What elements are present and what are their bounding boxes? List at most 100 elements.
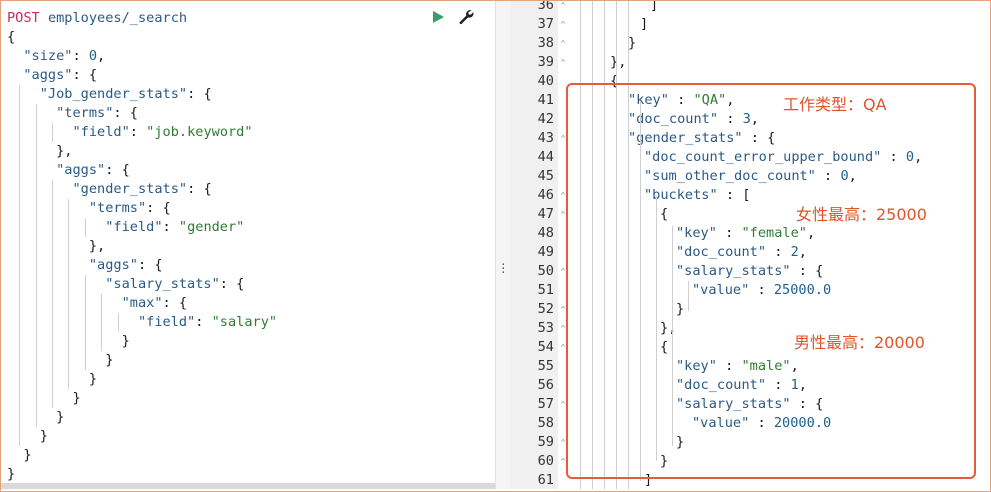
fold-toggle-icon[interactable]: ^ (560, 457, 566, 466)
fold-toggle-icon[interactable]: ^ (560, 20, 566, 29)
response-code-line: "value" : 25000.0 (692, 282, 832, 298)
indent-guide (592, 1, 593, 489)
fold-toggle-icon[interactable] (558, 471, 568, 489)
fold-toggle-icon[interactable]: ^ (560, 343, 566, 352)
line-number: 49 (537, 244, 554, 260)
response-code-line: } (676, 434, 685, 450)
request-code-line[interactable]: { (7, 29, 16, 45)
response-code-line: ] (644, 472, 653, 488)
request-code-line[interactable]: } (72, 390, 81, 406)
fold-toggle-icon[interactable]: ^ (560, 191, 566, 200)
request-code-line[interactable]: } (23, 447, 32, 463)
fold-toggle-icon[interactable]: ^ (560, 438, 566, 447)
fold-toggle-icon[interactable] (558, 148, 568, 167)
indent-guide (84, 275, 86, 370)
line-number: 60 (537, 453, 554, 469)
fold-toggle-icon[interactable] (558, 224, 568, 243)
response-code-line: "gender_stats" : { (628, 130, 776, 146)
fold-toggle-icon[interactable]: ^ (560, 134, 566, 143)
response-code-line: "buckets" : [ (644, 187, 751, 203)
play-icon[interactable] (433, 11, 444, 23)
request-code-line[interactable]: "salary_stats": { (105, 276, 245, 292)
indent-guide (640, 101, 641, 481)
indent-guide (19, 85, 21, 446)
annotation-male-max: 男性最高：20000 (794, 333, 925, 352)
line-number-gutter (510, 1, 558, 489)
annotation-job-type: 工作类型：QA (783, 95, 887, 114)
fold-toggle-icon[interactable]: ^ (560, 305, 566, 314)
line-number: 56 (537, 377, 554, 393)
request-code-line[interactable]: "terms": { (56, 105, 138, 121)
request-code-line[interactable]: }, (56, 143, 73, 159)
pane-splitter[interactable]: ··· (495, 1, 511, 489)
fold-toggle-icon[interactable]: ^ (560, 39, 566, 48)
http-method: POST (7, 10, 40, 26)
fold-toggle-icon[interactable] (558, 167, 568, 186)
fold-toggle-icon[interactable]: ^ (560, 58, 566, 67)
fold-toggle-icon[interactable] (558, 376, 568, 395)
indent-guide (688, 281, 689, 311)
horizontal-scrollbar[interactable] (1, 483, 495, 489)
fold-toggle-icon[interactable] (558, 91, 568, 110)
request-code-line[interactable]: "aggs": { (23, 67, 98, 83)
request-line[interactable]: POST employees/_search (7, 9, 187, 28)
line-number: 51 (537, 282, 554, 298)
request-code-line[interactable]: "field": "gender" (105, 219, 245, 235)
line-number: 41 (537, 92, 554, 108)
fold-toggle-icon[interactable]: ^ (560, 324, 566, 333)
fold-toggle-icon[interactable]: ^ (560, 267, 566, 276)
response-code-line: } (660, 453, 669, 469)
request-code-line[interactable]: }, (88, 238, 106, 254)
request-path: employees/_search (47, 10, 188, 26)
request-editor[interactable]: POST employees/_search { "size": 0, "agg… (1, 1, 495, 489)
vertical-dots-icon: ··· (500, 258, 507, 279)
fold-toggle-icon[interactable] (558, 281, 568, 300)
response-code-line: "key" : "QA", (628, 92, 735, 108)
fold-toggle-icon[interactable] (558, 72, 568, 91)
request-code-line[interactable]: "size": 0, (23, 48, 106, 64)
indent-guide (628, 1, 629, 489)
fold-toggle-icon[interactable]: ^ (560, 400, 566, 409)
fold-toggle-icon[interactable] (558, 110, 568, 129)
wrench-icon[interactable] (458, 9, 474, 25)
request-code-line[interactable]: "aggs": { (56, 162, 130, 178)
indent-guide (117, 313, 119, 332)
request-code-line[interactable]: } (39, 428, 48, 444)
request-code-line[interactable]: } (7, 466, 16, 482)
fold-toggle-icon[interactable]: ^ (560, 210, 566, 219)
fold-toggle-icon[interactable]: ^ (560, 1, 566, 10)
request-code-line[interactable]: } (121, 333, 130, 349)
line-number: 48 (537, 225, 554, 241)
indent-guide (84, 218, 86, 237)
line-number: 57 (537, 396, 554, 412)
request-code-line[interactable]: "field": "salary" (137, 314, 278, 330)
indent-guide (35, 104, 37, 427)
request-code-line[interactable]: "gender_stats": { (72, 181, 212, 197)
request-code-line[interactable]: "terms": { (88, 200, 171, 216)
request-code-line[interactable]: "field": "job.keyword" (72, 124, 253, 140)
response-code-line: "value" : 20000.0 (692, 415, 832, 431)
response-code-line: "doc_count" : 3, (628, 111, 759, 127)
indent-guide (672, 226, 673, 446)
request-code-line[interactable]: "aggs": { (88, 257, 163, 273)
response-code-line: "doc_count" : 2, (676, 244, 807, 260)
line-number: 61 (537, 472, 554, 488)
fold-toggle-icon[interactable] (558, 243, 568, 262)
line-number: 37 (537, 16, 554, 32)
response-viewer[interactable]: 36^]37^]38^}39^},40{41"key" : "QA",42"do… (510, 1, 990, 489)
annotation-female-max: 女性最高：25000 (796, 205, 927, 224)
response-code-line: "salary_stats" : { (676, 396, 824, 412)
fold-toggle-icon[interactable] (558, 357, 568, 376)
indent-guide (68, 199, 70, 389)
indent-guide (616, 1, 617, 489)
request-code-line[interactable]: "max": { (121, 295, 188, 311)
request-code-line[interactable]: } (88, 371, 98, 387)
request-code-line[interactable]: } (56, 409, 65, 425)
fold-toggle-icon[interactable] (558, 414, 568, 433)
request-code-line[interactable]: } (105, 352, 114, 368)
request-code-line[interactable]: "Job_gender_stats": { (39, 86, 212, 102)
response-code-line: { (610, 73, 619, 89)
line-number: 47 (537, 206, 554, 222)
response-code-line: "doc_count" : 1, (676, 377, 807, 393)
